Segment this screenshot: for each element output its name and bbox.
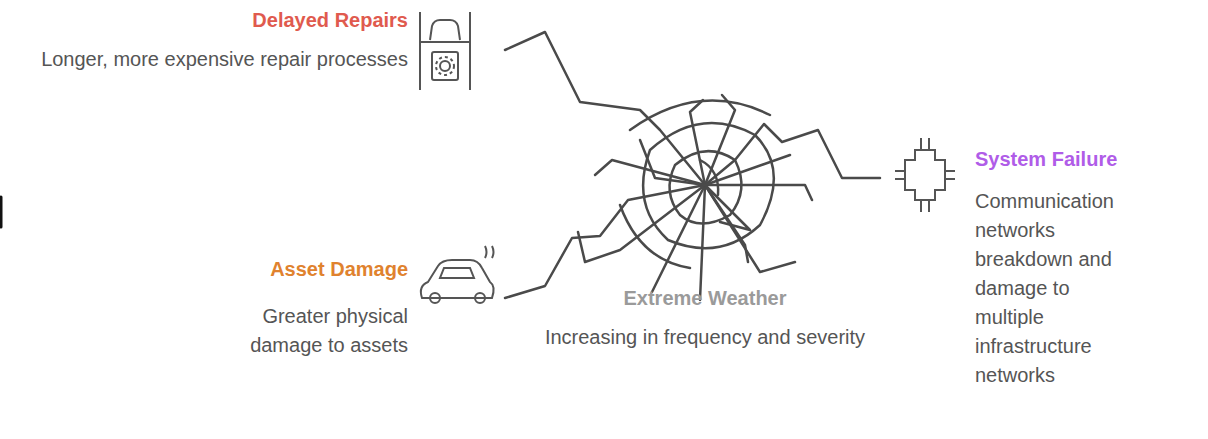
car-lift-icon [420,12,470,90]
damaged-car-icon [421,246,494,303]
heading: System Failure [975,145,1195,174]
heading: Delayed Repairs [100,6,408,35]
description: Communication networks breakdown and dam… [975,187,1115,390]
heading: Asset Damage [100,255,408,284]
network-connector-icon [895,138,955,212]
description: Longer, more expensive repair processes [8,45,408,74]
heading: Extreme Weather [560,284,850,313]
description: Greater physical damage to assets [200,302,408,360]
description: Increasing in frequency and severity [470,323,940,352]
